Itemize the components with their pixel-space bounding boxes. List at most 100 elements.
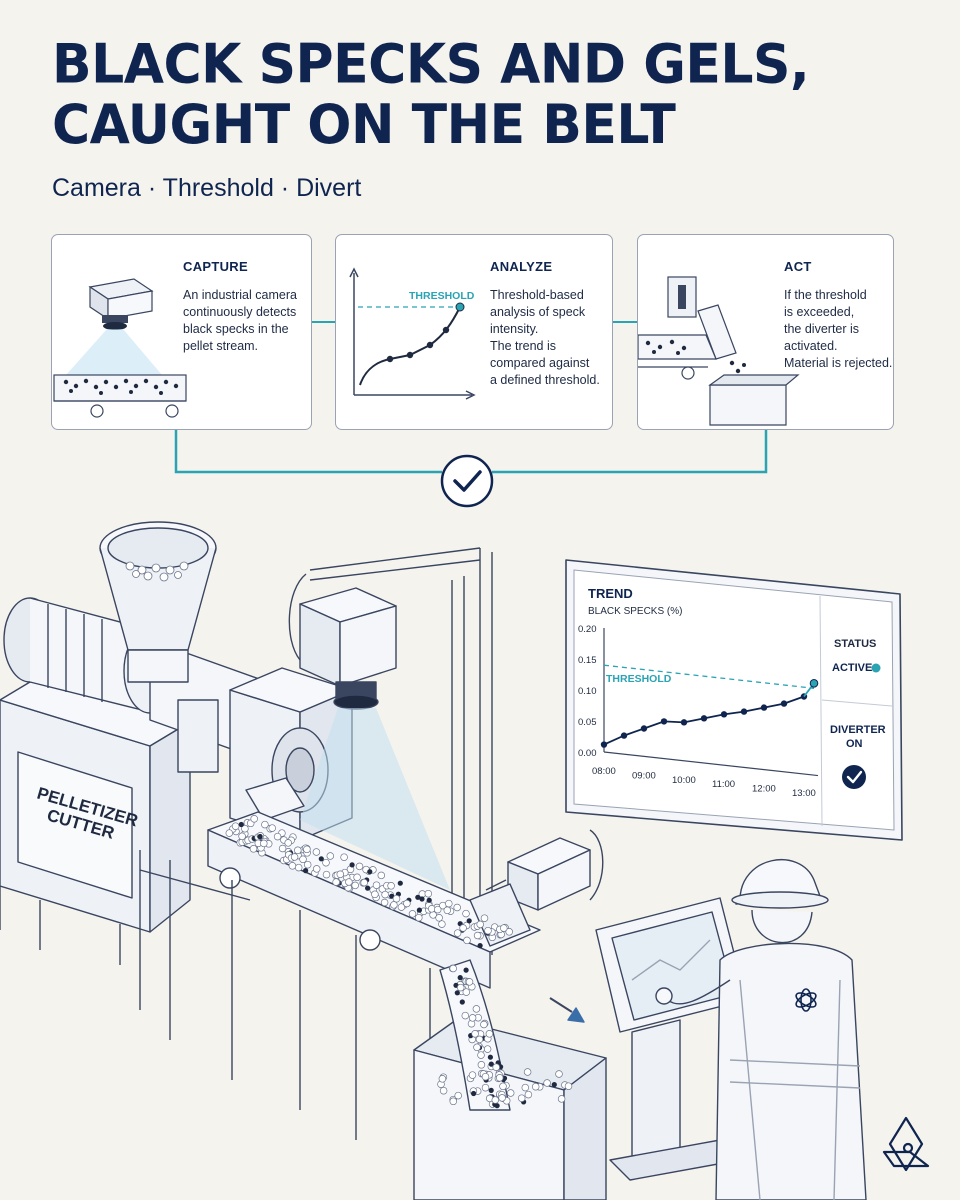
- pellet: [491, 1096, 500, 1104]
- pellet: [475, 1035, 484, 1044]
- pellet: [468, 1071, 477, 1079]
- check-circle-icon: [440, 454, 494, 508]
- pellet: [387, 882, 395, 890]
- data-point: [660, 718, 668, 725]
- black-speck: [238, 821, 244, 828]
- pellet: [484, 926, 492, 935]
- step-title: ANALYZE: [490, 259, 553, 274]
- diverter-check-icon: [842, 765, 866, 789]
- pellet: [443, 906, 452, 915]
- camera-conveyor-illustration: [53, 278, 187, 418]
- pellet: [225, 829, 234, 837]
- y-tick-label: 0.05: [578, 717, 597, 728]
- pellet: [377, 871, 386, 880]
- pellet: [241, 824, 249, 833]
- step-text-line: intensity.: [490, 322, 539, 336]
- pellet: [340, 853, 348, 861]
- pellet: [284, 839, 292, 847]
- pellet: [449, 1097, 458, 1106]
- step-text-line: continuously detects: [183, 305, 297, 319]
- pellet: [381, 890, 389, 899]
- pellet: [345, 878, 353, 886]
- data-point: [600, 741, 608, 748]
- pellet: [564, 1082, 573, 1090]
- data-point: [680, 719, 688, 726]
- pellet: [481, 1072, 490, 1081]
- pellet: [249, 845, 258, 853]
- inspection-camera: [299, 587, 397, 710]
- pellet: [303, 845, 311, 854]
- pellet: [499, 1082, 507, 1091]
- step-title: ACT: [784, 259, 812, 274]
- black-speck: [257, 833, 263, 840]
- pellet: [465, 978, 474, 986]
- diverter-label-line1: DIVERTER: [830, 724, 886, 736]
- pellet: [472, 1005, 481, 1013]
- brand-logo-icon: [882, 1116, 930, 1172]
- feed-hopper: [99, 521, 217, 683]
- pellet: [273, 832, 282, 841]
- pellet: [390, 901, 398, 909]
- pellet: [303, 860, 312, 869]
- conveyor-belt: [139, 811, 541, 1140]
- x-tick-label: 12:00: [752, 784, 776, 795]
- pellet: [477, 1061, 486, 1069]
- pellet: [480, 1020, 488, 1029]
- diverter-illustration: [638, 276, 800, 426]
- pellet: [415, 913, 423, 922]
- hopper-pellets: [125, 561, 189, 582]
- black-speck: [303, 868, 309, 874]
- pellet: [477, 1051, 485, 1059]
- black-speck: [416, 907, 422, 913]
- threshold-mini-chart: THRESHOLD: [349, 267, 476, 400]
- y-tick-label: 0.20: [578, 624, 597, 635]
- black-speck: [419, 896, 425, 902]
- pellet: [238, 832, 246, 841]
- pelletizer-machine: [0, 675, 191, 965]
- data-point: [809, 679, 819, 688]
- pellet: [555, 1070, 563, 1078]
- pellet: [288, 862, 297, 870]
- trend-ylabel: BLACK SPECKS (%): [588, 606, 682, 617]
- pellet: [326, 852, 335, 860]
- pellet: [371, 890, 379, 899]
- black-speck: [488, 1087, 494, 1093]
- step-text-line: An industrial camera: [183, 288, 297, 302]
- step-text-line: a defined threshold.: [490, 373, 600, 387]
- step-description: An industrial camera continuously detect…: [183, 287, 297, 355]
- pellet: [506, 1089, 515, 1097]
- x-tick-label: 11:00: [712, 779, 735, 790]
- pellet: [424, 889, 433, 898]
- pellets: [225, 815, 573, 1109]
- pellet: [260, 839, 268, 848]
- data-point: [700, 715, 708, 722]
- pellet: [408, 910, 417, 918]
- status-active-dot: [871, 663, 881, 673]
- pellet: [461, 1011, 470, 1020]
- pellet: [521, 1083, 530, 1092]
- page-title-line2: CAUGHT ON THE BELT: [52, 93, 676, 157]
- data-point: [640, 725, 648, 732]
- black-speck: [551, 1082, 557, 1088]
- pellet: [463, 936, 471, 945]
- status-label: STATUS: [834, 638, 876, 650]
- pellet: [500, 924, 508, 932]
- x-tick-label: 13:00: [792, 788, 816, 799]
- pellet: [231, 822, 240, 830]
- black-speck: [488, 1061, 494, 1067]
- step-text-line: is exceeded,: [784, 305, 855, 319]
- trend-title: TREND: [588, 586, 633, 601]
- step-text-line: activated.: [784, 339, 838, 353]
- pellet: [505, 928, 513, 936]
- pellet: [322, 870, 331, 879]
- pellet: [473, 1043, 481, 1052]
- pellet: [473, 931, 482, 940]
- pellet: [438, 920, 446, 928]
- black-speck: [466, 918, 472, 924]
- pellet: [454, 1091, 462, 1100]
- operator-worker: [655, 858, 867, 1200]
- pellet: [278, 844, 287, 853]
- pellet: [523, 1068, 532, 1076]
